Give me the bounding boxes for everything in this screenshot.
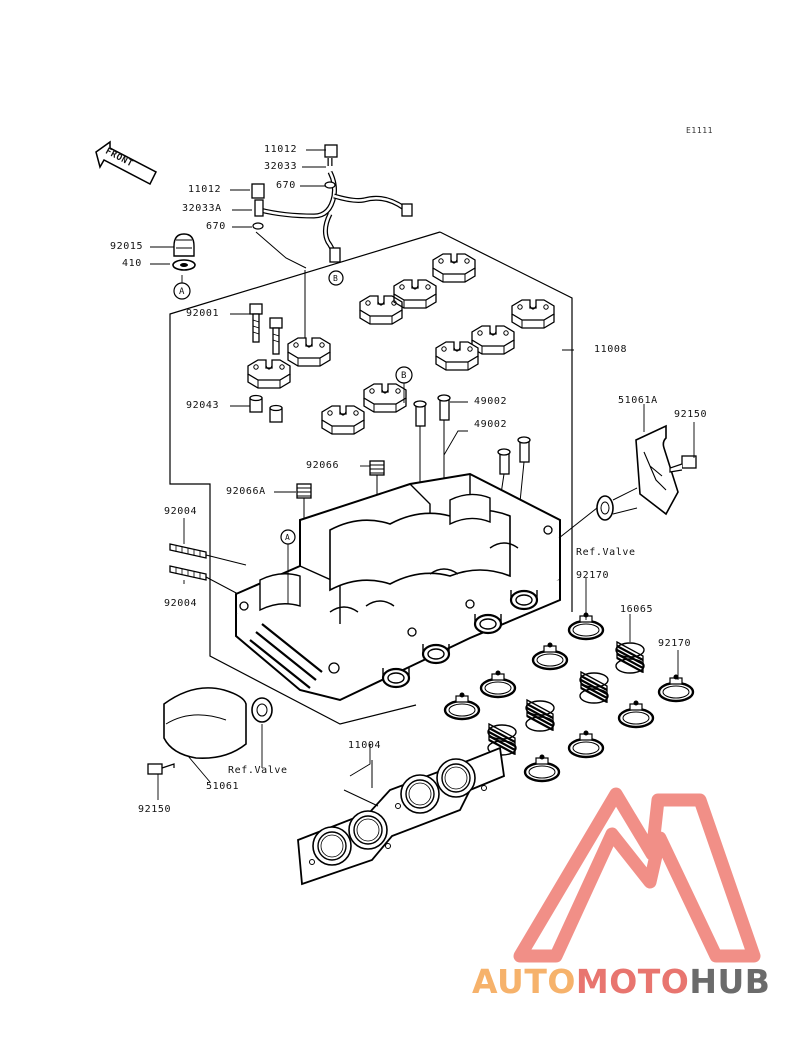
stud-bolt-icon xyxy=(169,543,247,596)
part-number-32033: 32033 xyxy=(264,161,298,172)
part-number-92066: 92066 xyxy=(306,460,340,471)
watermark-text: AUTOMOTOHUB xyxy=(472,962,770,1001)
leader-lines xyxy=(150,149,695,800)
camshaft-cap-icon xyxy=(247,253,555,435)
front-arrow-icon xyxy=(95,140,158,186)
ref-valve-label: Ref.Valve xyxy=(228,765,288,776)
part-number-92170: 92170 xyxy=(658,638,692,649)
part-number-92170: 92170 xyxy=(576,570,610,581)
part-number-92004: 92004 xyxy=(164,506,198,517)
part-number-16065: 16065 xyxy=(620,604,654,615)
part-number-670: 670 xyxy=(276,180,296,191)
part-number-11004: 11004 xyxy=(348,740,382,751)
part-number-410: 410 xyxy=(122,258,142,269)
ref-valve-label: Ref.Valve xyxy=(576,547,636,558)
callout-b: B xyxy=(333,274,339,283)
watermark-logo-icon xyxy=(513,787,761,963)
group-outline xyxy=(169,231,573,725)
watermark-part: MOTO xyxy=(575,962,690,1001)
dowel-pin-icon xyxy=(249,394,283,423)
part-number-92066a: 92066A xyxy=(226,486,266,497)
part-number-51061: 51061 xyxy=(206,781,240,792)
part-number-670: 670 xyxy=(206,221,226,232)
part-number-11012: 11012 xyxy=(264,144,298,155)
part-number-49002: 49002 xyxy=(474,396,508,407)
part-number-92004: 92004 xyxy=(164,598,198,609)
valve-cover-icon xyxy=(558,424,697,539)
figure-code: E1111 xyxy=(686,126,714,135)
part-number-32033a: 32033A xyxy=(182,203,222,214)
part-number-49002: 49002 xyxy=(474,419,508,430)
part-number-92150: 92150 xyxy=(674,409,708,420)
part-number-92043: 92043 xyxy=(186,400,220,411)
valve-cover-icon xyxy=(147,687,273,775)
head-gasket-icon xyxy=(297,746,505,886)
callout-a: A xyxy=(179,287,186,297)
oil-pipe-icon xyxy=(251,144,413,263)
valve-guide-icon xyxy=(413,394,531,515)
cylinder-head-icon xyxy=(235,472,561,702)
callout-circle-icon xyxy=(173,270,413,545)
bolt-icon xyxy=(249,303,283,355)
part-number-11008: 11008 xyxy=(594,344,628,355)
watermark-part: HUB xyxy=(689,962,771,1001)
callout-b: B xyxy=(401,371,408,381)
part-number-92150: 92150 xyxy=(138,804,172,815)
cap-nut-icon xyxy=(172,233,196,271)
part-number-92001: 92001 xyxy=(186,308,220,319)
watermark-part: AUTO xyxy=(472,962,576,1001)
part-number-51061a: 51061A xyxy=(618,395,658,406)
callout-a: A xyxy=(285,533,291,542)
part-number-92015: 92015 xyxy=(110,241,144,252)
part-number-11012: 11012 xyxy=(188,184,222,195)
